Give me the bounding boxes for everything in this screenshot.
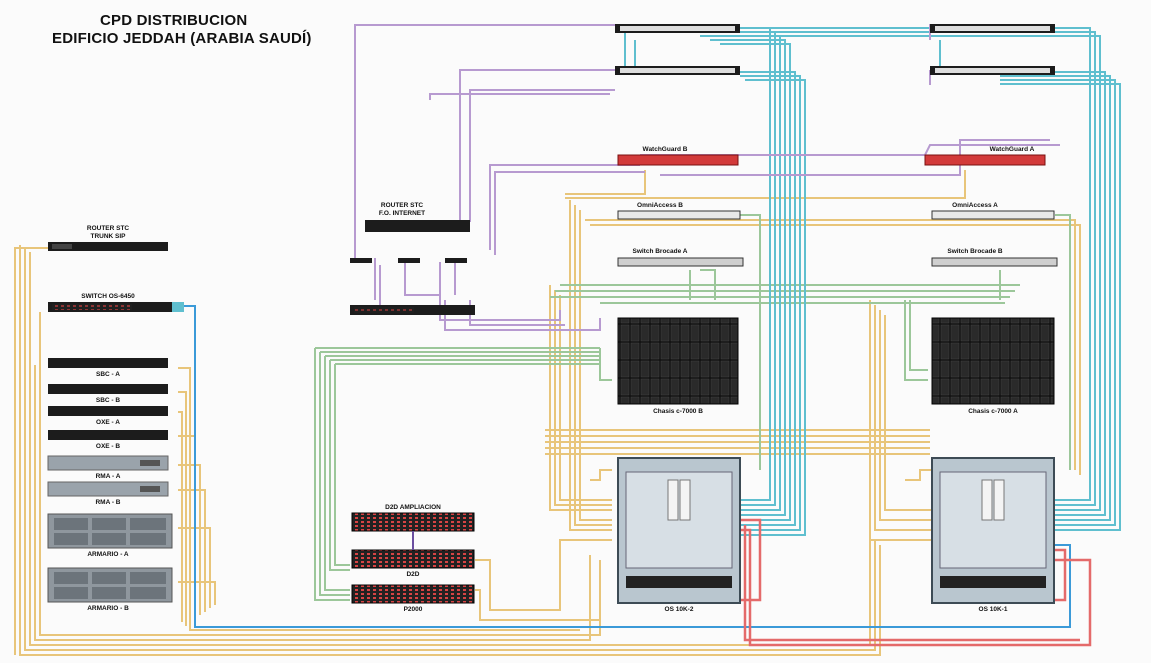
sbc-a-device: SBC - A <box>48 358 168 378</box>
rma-a-device: RMA - A <box>47 455 169 480</box>
armario-b-device: ARMARIO - B <box>47 567 173 612</box>
yellow-cables <box>14 170 1081 656</box>
sbc-a-label: SBC - A <box>96 371 120 378</box>
diagram-title: CPD DISTRIBUCION <box>100 12 248 29</box>
omniaccess-b-label: OmniAccess B <box>637 202 683 209</box>
chasis-b-label: Chasis c-7000 B <box>653 408 703 415</box>
omniaccess-b-device: OmniAccess B <box>617 202 741 220</box>
switch-brocade-b-label: Switch Brocade B <box>947 248 1003 255</box>
d2d-ampliacion-storage: D2D AMPLIACION <box>351 504 475 532</box>
os10k-1-label: OS 10K-1 <box>979 606 1008 613</box>
switch-brocade-b: Switch Brocade B <box>931 248 1058 267</box>
p2000-label: P2000 <box>404 606 423 613</box>
omniaccess-a-label: OmniAccess A <box>952 202 998 209</box>
watchguard-a-label: WatchGuard A <box>990 146 1035 153</box>
switch-brocade-a: Switch Brocade A <box>617 248 744 267</box>
oxe-a-label: OXE - A <box>96 419 120 426</box>
patch-panel-top-right <box>930 24 1055 75</box>
switch-os6450-label: SWITCH OS-6450 <box>81 293 135 300</box>
blue-cables <box>178 305 1071 628</box>
router-stc-trunk-label-1: ROUTER STC <box>87 225 130 232</box>
armario-a-device: ARMARIO - A <box>47 513 173 558</box>
armario-a-label: ARMARIO - A <box>87 551 129 558</box>
watchguard-b-firewall: WatchGuard B <box>617 146 739 166</box>
rma-b-device: RMA - B <box>47 481 169 506</box>
d2d-label: D2D <box>406 571 419 578</box>
watchguard-a-firewall: WatchGuard A <box>924 146 1046 166</box>
armario-b-label: ARMARIO - B <box>87 605 129 612</box>
rma-a-label: RMA - A <box>96 473 121 480</box>
patch-panel-top-left <box>615 24 740 75</box>
chasis-c7000-a: Chasis c-7000 A <box>931 317 1055 415</box>
router-stc-internet-label-1: ROUTER STC <box>381 202 424 209</box>
omniaccess-a-device: OmniAccess A <box>931 202 1055 220</box>
sbc-b-label: SBC - B <box>96 397 121 404</box>
oxe-b-device: OXE - B <box>48 430 168 450</box>
p2000-storage: P2000 <box>351 584 475 613</box>
os10k-2-label: OS 10K-2 <box>665 606 694 613</box>
sbc-b-device: SBC - B <box>48 384 168 404</box>
switch-os6450: SWITCH OS-6450 <box>48 293 184 312</box>
d2d-ampliacion-label: D2D AMPLIACION <box>385 504 441 511</box>
oxe-b-label: OXE - B <box>96 443 121 450</box>
watchguard-b-label: WatchGuard B <box>643 146 688 153</box>
chasis-a-label: Chasis c-7000 A <box>968 408 1018 415</box>
cyan-cables <box>624 27 1121 536</box>
os10k-2-switch: OS 10K-2 <box>617 457 741 613</box>
router-stc-trunk-sip: ROUTER STC TRUNK SIP <box>48 225 168 251</box>
rma-b-label: RMA - B <box>95 499 120 506</box>
diagram-subtitle: EDIFICIO JEDDAH (ARABIA SAUDÍ) <box>52 30 312 47</box>
oxe-a-device: OXE - A <box>48 406 168 426</box>
d2d-storage: D2D <box>351 531 475 578</box>
switch-brocade-a-label: Switch Brocade A <box>632 248 687 255</box>
router-stc-trunk-label-2: TRUNK SIP <box>90 233 126 240</box>
router-stc-internet-label-2: F.O. INTERNET <box>379 210 425 217</box>
os10k-1-switch: OS 10K-1 <box>931 457 1055 613</box>
chasis-c7000-b: Chasis c-7000 B <box>617 317 739 415</box>
router-stc-internet: ROUTER STC F.O. INTERNET <box>350 202 475 315</box>
